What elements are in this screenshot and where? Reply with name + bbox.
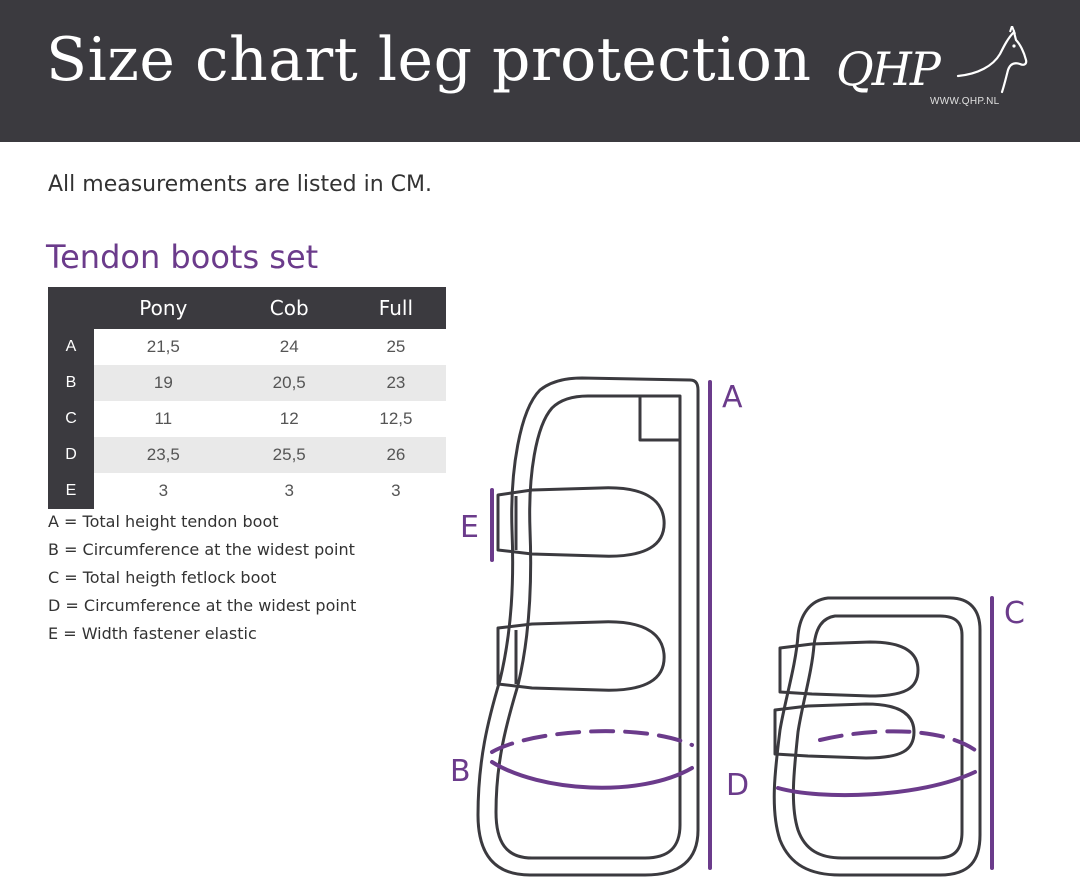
column-header: Pony	[94, 287, 233, 329]
table-header-row: Pony Cob Full	[48, 287, 446, 329]
table-cell: 20,5	[232, 365, 346, 401]
tendon-boot-outline	[476, 376, 700, 877]
circumference-b-back	[490, 729, 694, 754]
row-label: D	[48, 437, 94, 473]
table-cell: 25	[386, 337, 406, 356]
table-cell: 25,5	[232, 437, 346, 473]
row-label: E	[48, 473, 94, 509]
page-title: Size chart leg protection	[46, 25, 812, 95]
legend-item: B = Circumference at the widest point	[48, 540, 355, 559]
fetlock-upper-strap	[778, 640, 920, 698]
fetlock-boot-inner-outline	[791, 614, 964, 860]
table-cell: 11	[154, 409, 173, 428]
table-cell: 3	[158, 481, 169, 500]
section-title: Tendon boots set	[46, 238, 319, 276]
table-row: C 11 12 12,5	[48, 401, 446, 437]
legend-item: E = Width fastener elastic	[48, 624, 257, 643]
circumference-d-front	[776, 770, 977, 798]
table-cell: 23,5	[94, 437, 233, 473]
table-cell: 12,5	[379, 409, 413, 428]
diagram-label-c: C	[1004, 596, 1025, 631]
table-cell: 23	[345, 365, 446, 401]
row-label: C	[48, 401, 94, 437]
circumference-d-back	[818, 729, 977, 752]
table-cell: 3	[284, 481, 294, 500]
legend-item: A = Total height tendon boot	[48, 512, 279, 531]
horse-head-icon	[956, 26, 1028, 94]
diagram-label-a: A	[722, 380, 743, 415]
size-table: Pony Cob Full A 21,5 24 25 B 19 20,5 23 …	[48, 287, 446, 509]
table-corner	[48, 287, 94, 329]
row-label: B	[48, 365, 94, 401]
column-header: Cob	[232, 287, 346, 329]
legend-item: D = Circumference at the widest point	[48, 596, 357, 615]
legend-item: C = Total heigth fetlock boot	[48, 568, 277, 587]
table-cell: 12	[279, 409, 299, 428]
qhp-logo: QHP WWW.QHP.NL	[830, 26, 1040, 116]
circumference-b-front	[490, 760, 694, 790]
diagram-label-d: D	[726, 768, 750, 803]
table-cell: 26	[345, 437, 446, 473]
tendon-boot-seam	[638, 396, 680, 442]
fetlock-lower-strap	[773, 702, 916, 760]
table-row: E 3 3 3	[48, 473, 446, 509]
table-cell: 21,5	[146, 337, 180, 356]
column-header: Full	[345, 287, 446, 329]
diagram-label-b: B	[450, 754, 471, 789]
boots-illustration	[476, 376, 994, 877]
table-cell: 3	[391, 481, 401, 500]
table-row: D 23,5 25,5 26	[48, 437, 446, 473]
lower-strap	[496, 620, 666, 692]
header-banner: Size chart leg protection QHP WWW.QHP.NL	[0, 0, 1080, 142]
measurement-note: All measurements are listed in CM.	[48, 172, 432, 197]
diagram-label-e: E	[460, 510, 479, 545]
fetlock-boot-outline	[772, 596, 982, 877]
logo-url: WWW.QHP.NL	[930, 96, 1000, 107]
upper-strap	[496, 486, 666, 558]
table-row: A 21,5 24 25	[48, 329, 446, 365]
row-label: A	[48, 329, 94, 365]
measurement-legend: A = Total height tendon boot B = Circumf…	[48, 508, 356, 648]
logo-text: QHP	[836, 42, 941, 96]
table-cell: 24	[279, 337, 299, 356]
table-cell: 19	[94, 365, 233, 401]
table-row: B 19 20,5 23	[48, 365, 446, 401]
boots-diagram: A E B C D	[440, 360, 1080, 885]
